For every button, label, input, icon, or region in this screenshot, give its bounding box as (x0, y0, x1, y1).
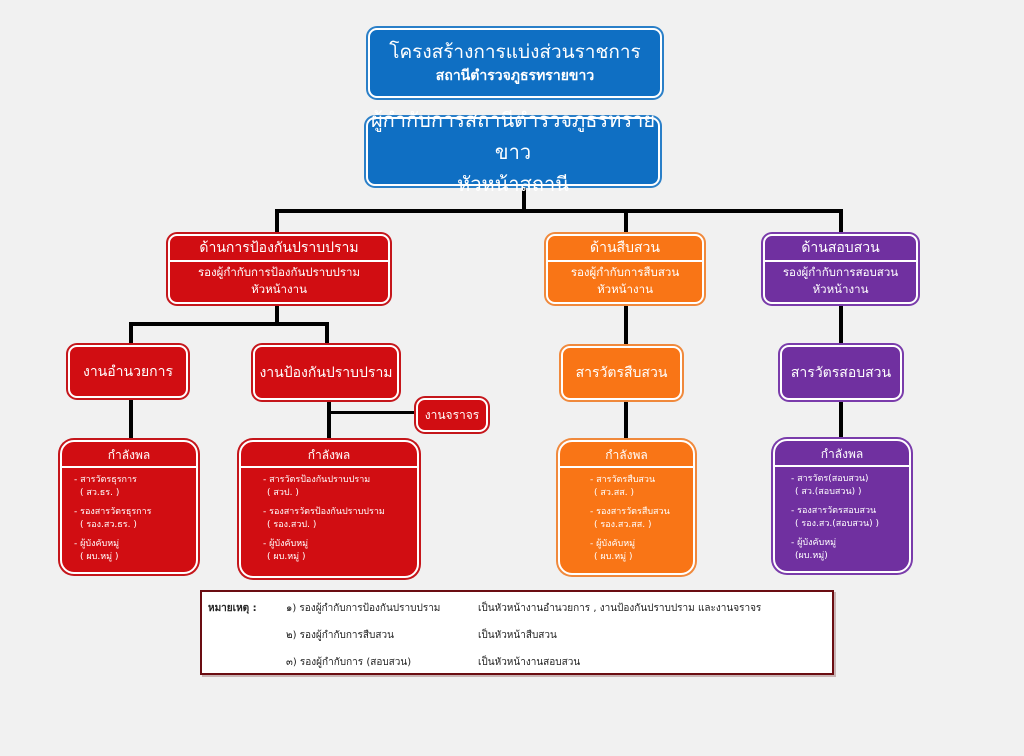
unit-admin-label: งานอำนวยการ (82, 363, 174, 380)
chart-title-box: โครงสร้างการแบ่งส่วนราชการ สถานีตำรวจภูธ… (368, 28, 662, 98)
connector-to-admin-unit (129, 322, 133, 345)
unit-inquiry-label: สารวัตรสอบสวน (790, 364, 892, 381)
note-row: ๒) รองผู้กำกับการสืบสวน เป็นหัวหน้าสืบสว… (286, 628, 557, 643)
unit-traffic-label: งานจราจร (424, 407, 480, 422)
connector-to-prevention-dept (275, 209, 279, 235)
connector-to-traffic (327, 411, 417, 414)
unit-prevention: งานป้องกันปราบปราม (253, 345, 399, 400)
staff-investigation-item: - ผู้บังคับหมู่( ผบ.หมู่ ) (590, 539, 636, 562)
note-row-who: ๒) รองผู้กำกับการสืบสวน (286, 630, 394, 641)
connector-to-investigation-dept (624, 209, 628, 235)
connector-to-prevention-unit (325, 322, 329, 344)
connector-admin-to-staff (129, 398, 133, 440)
note-row: ๑) รองผู้กำกับการป้องกันปราบปราม เป็นหัว… (286, 601, 761, 616)
dept-inquiry: ด้านสอบสวน รองผู้กำกับการสอบสวน หัวหน้าง… (763, 234, 918, 304)
unit-investigation: สารวัตรสืบสวน (561, 346, 682, 400)
dept-investigation: ด้านสืบสวน รองผู้กำกับการสืบสวน หัวหน้าง… (546, 234, 704, 304)
staff-investigation-heading: กำลังพล (560, 442, 693, 468)
staff-investigation-item: - สารวัตรสืบสวน( สว.สส. ) (590, 475, 656, 498)
dept-investigation-leader: รองผู้กำกับการสืบสวน (570, 265, 680, 279)
dept-inquiry-leader: รองผู้กำกับการสอบสวน (782, 265, 899, 279)
dept-prevention: ด้านการป้องกันปราบปราม รองผู้กำกับการป้อ… (168, 234, 390, 304)
staff-inquiry-item: - รองสารวัตรสอบสวน( รอง.สว.(สอบสวน) ) (791, 506, 879, 529)
note-label: หมายเหตุ : (208, 603, 257, 614)
dept-prevention-leader: รองผู้กำกับการป้องกันปราบปราม (197, 265, 361, 279)
note-row-who: ๑) รองผู้กำกับการป้องกันปราบปราม (286, 603, 441, 614)
connector-prevention-to-staff (327, 400, 331, 440)
connector-head-down (522, 186, 526, 212)
staff-prevention: กำลังพล - สารวัตรป้องกันปราบปราม( สวป. )… (239, 440, 419, 578)
note-box: หมายเหตุ : ๑) รองผู้กำกับการป้องกันปราบป… (200, 590, 834, 675)
connector-inquiry-to-staff (839, 400, 843, 439)
staff-admin: กำลังพล - สารวัตรธุรการ( สว.ธร. ) - รองส… (60, 440, 198, 574)
chart-subtitle: สถานีตำรวจภูธรทรายขาว (435, 68, 595, 84)
station-chief-title: ผู้กำกับการสถานีตำรวจภูธรทรายขาว (370, 107, 656, 164)
dept-prevention-name: ด้านการป้องกันปราบปราม (170, 236, 388, 262)
dept-inquiry-name: ด้านสอบสวน (765, 236, 916, 262)
station-chief-role: หัวหน้าสถานี (457, 171, 569, 196)
staff-prevention-heading: กำลังพล (241, 442, 417, 468)
note-row-duty: เป็นหัวหน้างานสอบสวน (478, 657, 581, 668)
note-row-duty: เป็นหัวหน้างานอำนวยการ , งานป้องกันปราบป… (478, 603, 762, 614)
note-row: ๓) รองผู้กำกับการ (สอบสวน) เป็นหัวหน้างา… (286, 655, 580, 670)
staff-investigation: กำลังพล - สารวัตรสืบสวน( สว.สส. ) - รองส… (558, 440, 695, 575)
staff-admin-item: - ผู้บังคับหมู่( ผบ.หมู่ ) (74, 539, 120, 562)
unit-traffic: งานจราจร (416, 398, 488, 432)
connector-prevention-horizontal (129, 322, 329, 326)
staff-admin-item: - รองสารวัตรธุรการ( รอง.สว.ธร. ) (74, 507, 152, 530)
station-chief-box: ผู้กำกับการสถานีตำรวจภูธรทรายขาว หัวหน้า… (366, 108, 660, 196)
unit-inquiry: สารวัตรสอบสวน (780, 345, 902, 400)
staff-inquiry-item: - สารวัตร(สอบสวน)( สว.(สอบสวน) ) (791, 474, 869, 497)
dept-inquiry-role: หัวหน้างาน (812, 282, 869, 296)
dept-investigation-name: ด้านสืบสวน (548, 236, 702, 262)
chart-title: โครงสร้างการแบ่งส่วนราชการ (389, 41, 641, 63)
dept-prevention-role: หัวหน้างาน (251, 282, 307, 296)
dept-investigation-role: หัวหน้างาน (597, 282, 653, 296)
connector-investigation-dept-down (624, 304, 628, 346)
staff-investigation-item: - รองสารวัตรสืบสวน( รอง.สว.สส. ) (590, 507, 670, 530)
staff-inquiry-heading: กำลังพล (775, 441, 909, 467)
staff-admin-heading: กำลังพล (62, 442, 196, 468)
staff-admin-item: - สารวัตรธุรการ( สว.ธร. ) (74, 475, 137, 498)
unit-admin: งานอำนวยการ (68, 345, 188, 398)
staff-prevention-item: - รองสารวัตรป้องกันปราบปราม( รอง.สวป. ) (263, 507, 385, 530)
connector-investigation-to-staff (624, 400, 628, 440)
staff-prevention-item: - สารวัตรป้องกันปราบปราม( สวป. ) (263, 475, 371, 498)
staff-prevention-item: - ผู้บังคับหมู่( ผบ.หมู่ ) (263, 539, 309, 562)
staff-inquiry-item: - ผู้บังคับหมู่(ผบ.หมู่) (791, 538, 837, 561)
unit-investigation-label: สารวัตรสืบสวน (575, 365, 668, 381)
note-row-duty: เป็นหัวหน้าสืบสวน (478, 630, 557, 641)
connector-inquiry-dept-down (839, 304, 843, 346)
note-row-who: ๓) รองผู้กำกับการ (สอบสวน) (286, 657, 412, 668)
unit-prevention-label: งานป้องกันปราบปราม (259, 364, 393, 381)
connector-prevention-dept-down (275, 304, 279, 325)
connector-top-horizontal (275, 209, 843, 213)
connector-to-inquiry-dept (839, 209, 843, 235)
staff-inquiry: กำลังพล - สารวัตร(สอบสวน)( สว.(สอบสวน) )… (773, 439, 911, 573)
